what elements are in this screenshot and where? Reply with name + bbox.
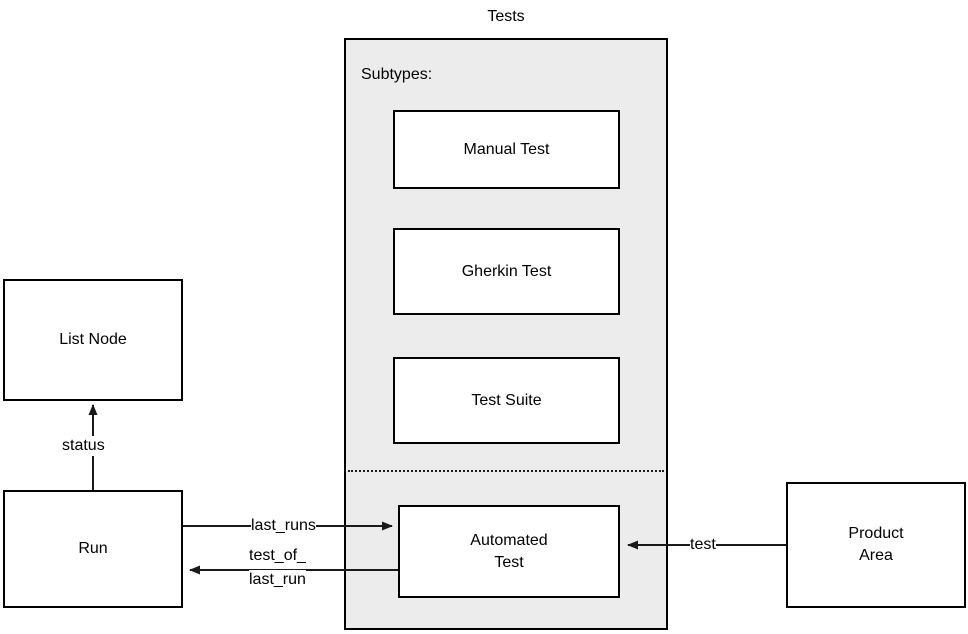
node-run-label: Run — [78, 540, 108, 558]
node-automated-test[interactable]: Automated Test — [398, 505, 620, 598]
edge-label-status: status — [62, 436, 105, 456]
node-gherkin-test-label: Gherkin Test — [461, 262, 552, 280]
node-product-area-label-line2: Area — [859, 547, 893, 564]
edge-label-test-of-last-run-line1: test_of_ — [249, 546, 306, 566]
tests-group-title: Tests — [487, 8, 525, 25]
subtype-separator — [348, 470, 664, 472]
node-manual-test[interactable]: Manual Test — [393, 110, 620, 189]
node-manual-test-label: Manual Test — [463, 140, 550, 158]
node-list-node-label: List Node — [59, 331, 127, 349]
edge-label-test: test — [690, 535, 716, 555]
node-test-suite[interactable]: Test Suite — [393, 357, 620, 444]
node-list-node[interactable]: List Node — [3, 279, 183, 401]
node-product-area-label-line1: Product — [848, 525, 904, 543]
node-automated-test-label-line1: Automated — [470, 531, 548, 549]
node-run[interactable]: Run — [3, 490, 183, 608]
node-test-suite-label: Test Suite — [471, 391, 542, 409]
edge-label-last-runs: last_runs — [251, 516, 316, 536]
subtypes-label: Subtypes: — [361, 66, 433, 83]
node-product-area[interactable]: Product Area — [786, 482, 966, 608]
node-gherkin-test[interactable]: Gherkin Test — [393, 228, 620, 315]
edge-label-test-of-last-run-line2: last_run — [249, 570, 306, 590]
node-automated-test-label-line2: Test — [494, 553, 524, 571]
